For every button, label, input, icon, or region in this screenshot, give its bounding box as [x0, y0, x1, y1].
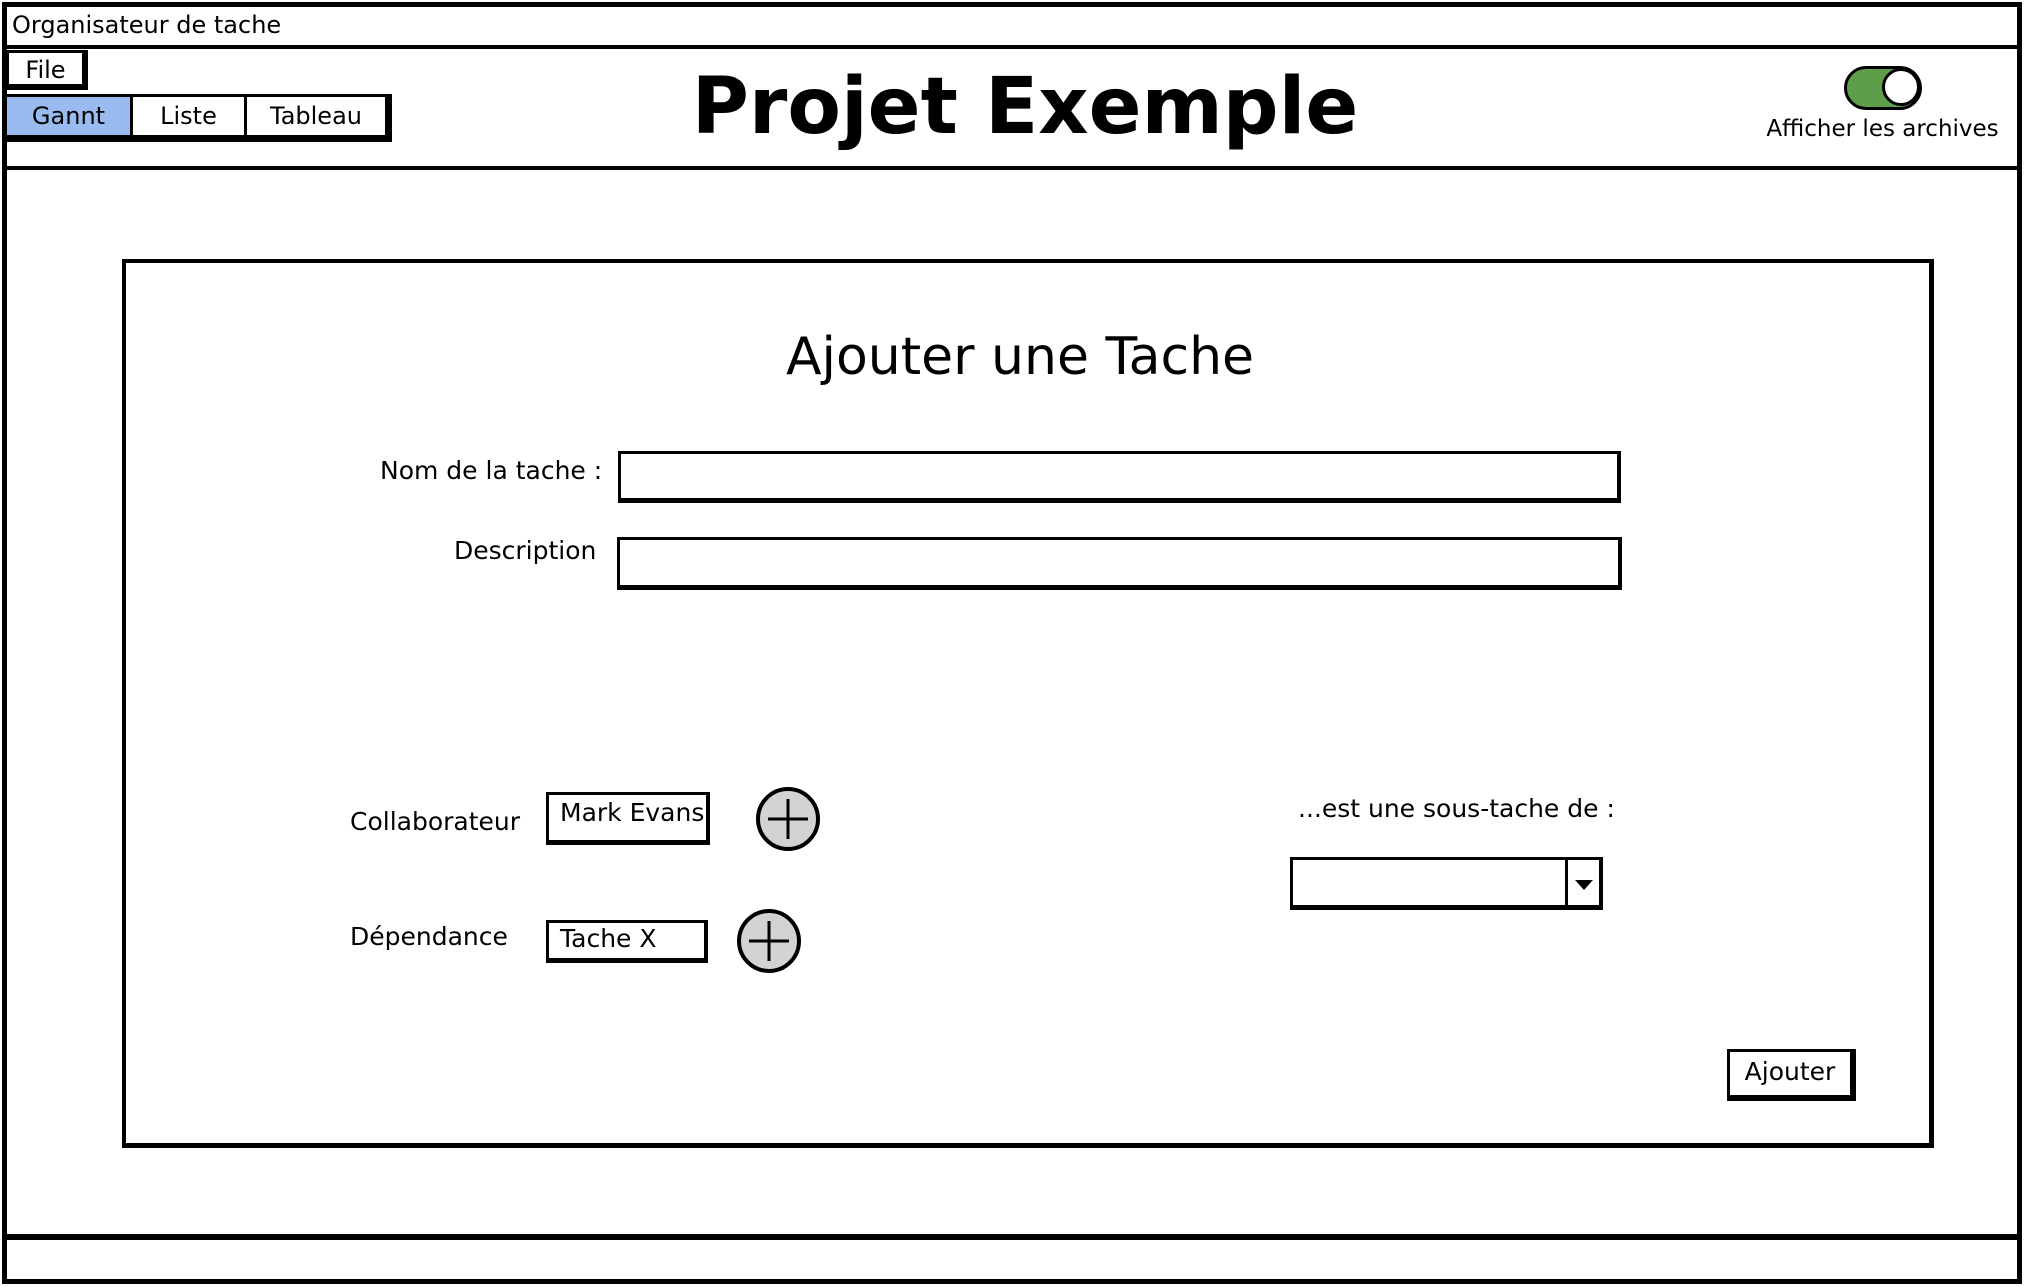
collaborator-label: Collaborateur: [350, 807, 521, 836]
window-title: Organisateur de tache: [12, 11, 282, 39]
dialog-title: Ajouter une Tache: [785, 327, 1255, 387]
description-input[interactable]: [617, 537, 1622, 590]
task-name-input[interactable]: [618, 451, 1621, 503]
add-task-button[interactable]: Ajouter: [1727, 1049, 1856, 1101]
tab-liste[interactable]: Liste: [133, 97, 247, 135]
header-divider: [7, 166, 2017, 170]
add-task-dialog: [122, 259, 1934, 1148]
archive-toggle-label: Afficher les archives: [1766, 116, 1999, 142]
add-collaborator-plus-icon[interactable]: [756, 787, 820, 851]
task-name-label: Nom de la tache :: [380, 456, 603, 485]
tab-tableau[interactable]: Tableau: [270, 102, 362, 130]
dependency-label: Dépendance: [350, 922, 508, 951]
view-tabs: Gannt Liste Tableau: [4, 94, 392, 142]
title-bar: [7, 7, 2017, 49]
dependency-chip[interactable]: Tache X: [546, 920, 708, 963]
caret-down-icon[interactable]: [1565, 860, 1599, 905]
project-title: Projet Exemple: [691, 62, 1359, 152]
file-menu[interactable]: File: [6, 50, 88, 90]
tab-gannt[interactable]: Gannt: [7, 97, 133, 135]
status-bar-divider: [7, 1234, 2017, 1240]
parent-task-select[interactable]: [1290, 857, 1603, 910]
description-label: Description: [454, 536, 597, 565]
parent-task-label: ...est une sous-tache de :: [1298, 794, 1615, 823]
collaborator-chip[interactable]: Mark Evans: [546, 792, 710, 845]
archive-toggle[interactable]: [1844, 66, 1922, 110]
add-dependency-plus-icon[interactable]: [737, 909, 801, 973]
toggle-knob: [1882, 68, 1920, 106]
